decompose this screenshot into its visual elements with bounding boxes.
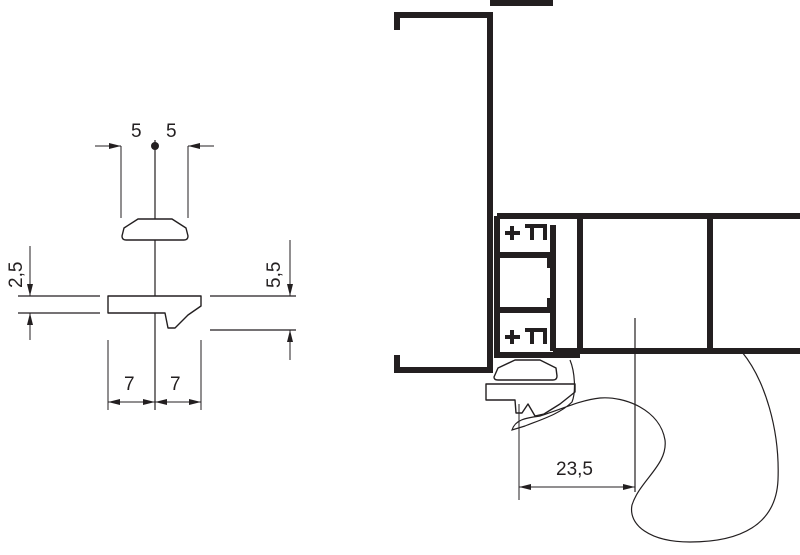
chamber-divider-1 [497, 252, 553, 268]
sash-left-edge [494, 216, 580, 358]
glazing-seal-outline [511, 351, 779, 543]
screw-port-top [505, 224, 547, 240]
dim-label-7-right: 7 [170, 374, 181, 395]
screw-port-bottom [505, 328, 547, 344]
center-point [151, 142, 159, 150]
dim-step-height [287, 240, 293, 360]
dim-label-2-5: 2,5 [6, 262, 27, 288]
frame-top-flange [394, 12, 493, 362]
seal-cap [121, 218, 189, 241]
frame-bottom-flange [394, 355, 493, 373]
dim-slot-width [107, 340, 202, 410]
dim-label-5-left: 5 [131, 121, 142, 142]
frame-seal-profile [485, 383, 576, 417]
dim-label-23-5: 23,5 [556, 459, 593, 480]
seal-detail: 5 5 2,5 5,5 [6, 121, 296, 410]
dim-label-5-5: 5,5 [264, 262, 285, 288]
dim-label-7-left: 7 [124, 374, 135, 395]
dim-seal-offset [518, 404, 635, 500]
frame-seal-cap [493, 359, 558, 381]
chamber-divider-2 [497, 298, 553, 313]
frame-assembly: 23,5 [394, 0, 800, 543]
dim-label-5-right: 5 [166, 121, 177, 142]
seal-groove-profile [107, 295, 202, 329]
dim-top-width [95, 143, 214, 218]
dim-groove-depth [27, 246, 33, 340]
